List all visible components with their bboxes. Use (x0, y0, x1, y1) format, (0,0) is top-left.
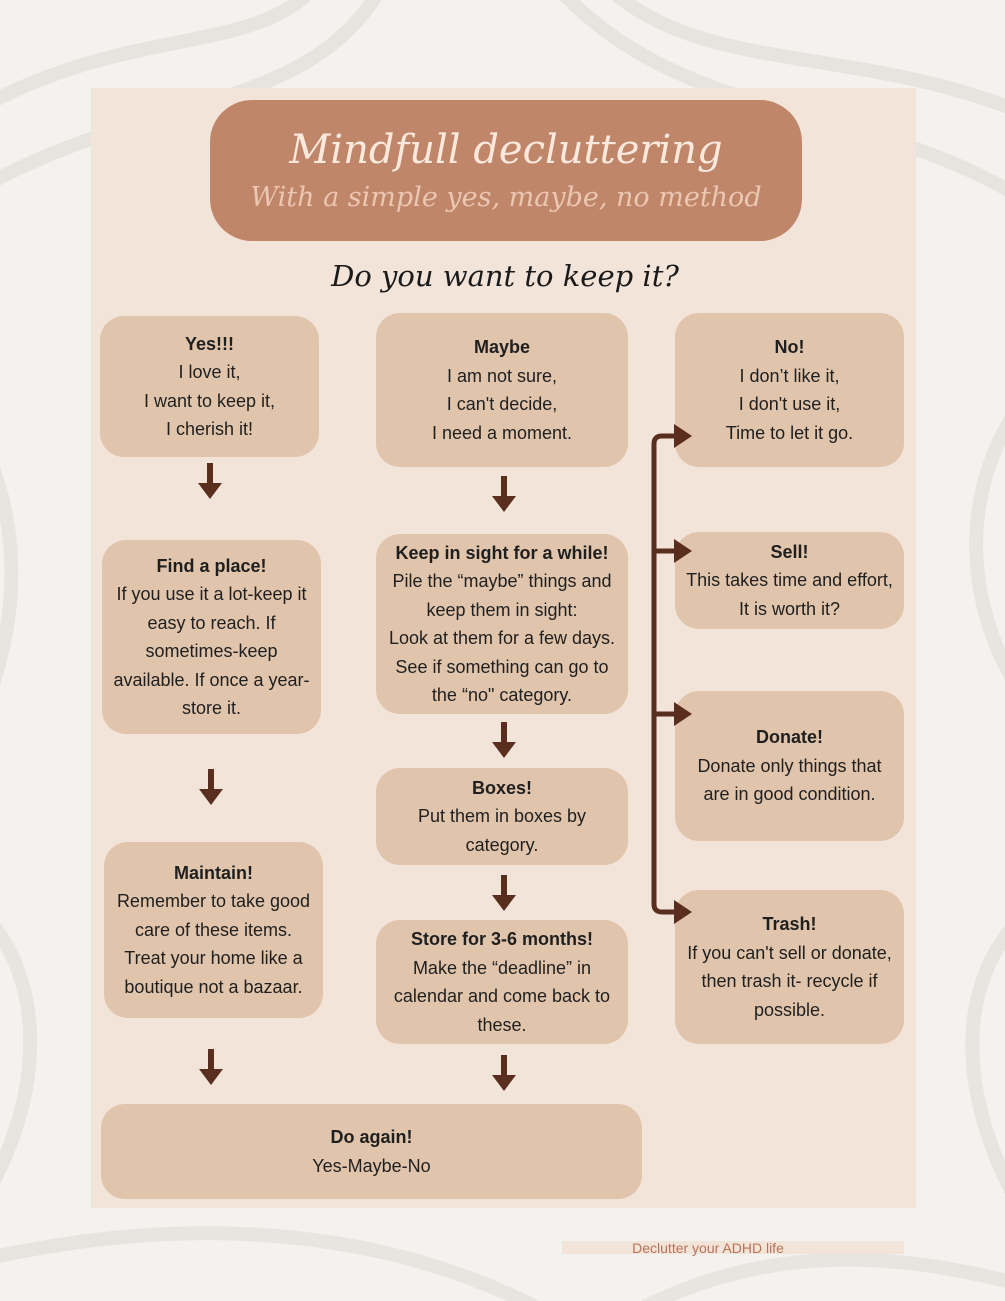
box-line: store it. (181, 698, 242, 718)
box-line: I don’t like it, (739, 365, 840, 386)
box-line: the “no" category. (431, 685, 573, 705)
box-line: I need a moment. (431, 422, 573, 443)
box-line: care of these items. (134, 919, 293, 940)
box-line: If you use it a lot-keep it (116, 584, 307, 604)
box-line: Yes-Maybe-No (312, 1155, 431, 1176)
box-heading: Trash! (762, 914, 817, 934)
maybe-box: Maybe I am not sure, I can't decide, I n… (376, 313, 628, 467)
box-heading: Sell! (770, 541, 809, 562)
page-subtitle: With a simple yes, maybe, no method (250, 181, 762, 213)
page-title: Mindfull decluttering (289, 126, 723, 173)
box-heading: Maybe (473, 337, 531, 357)
box-line: See if something can go to (395, 656, 609, 677)
box-line: easy to reach. If (147, 612, 276, 633)
box-line: sometimes-keep (145, 641, 278, 661)
box-line: If you can't sell or donate, (687, 942, 892, 963)
keep-in-sight-box: Keep in sight for a while! Pile the “may… (376, 534, 628, 714)
box-line: Pile the “maybe” things and (392, 571, 612, 591)
box-line: Remember to take good (116, 891, 311, 912)
box-line: I don't use it, (738, 394, 841, 414)
box-line: Treat your home like a (124, 948, 303, 969)
box-heading: Find a place! (156, 555, 267, 576)
box-heading: No! (774, 337, 805, 357)
box-line: Look at them for a few days. (388, 628, 616, 648)
maintain-box: Maintain! Remember to take good care of … (104, 842, 323, 1018)
box-line: This takes time and effort, (686, 570, 893, 591)
find-place-box: Find a place! If you use it a lot-keep i… (102, 540, 321, 734)
box-line: boutique not a bazaar. (124, 976, 303, 997)
store-box: Store for 3-6 months! Make the “deadline… (376, 920, 628, 1044)
box-line: I want to keep it, (143, 390, 276, 411)
box-line: I am not sure, (446, 365, 558, 386)
box-line: Time to let it go. (725, 422, 854, 443)
box-line: Put them in boxes by (417, 806, 587, 827)
do-again-box: Do again! Yes-Maybe-No (101, 1104, 642, 1199)
box-line: possible. (753, 999, 826, 1020)
no-box: No! I don’t like it, I don't use it, Tim… (675, 313, 904, 467)
box-line: Make the “deadline” in (412, 957, 592, 978)
box-line: then trash it- recycle if (701, 971, 878, 991)
box-line: these. (477, 1014, 527, 1035)
sell-box: Sell! This takes time and effort, It is … (675, 532, 904, 629)
box-line: I cherish it! (165, 419, 254, 439)
boxes-box: Boxes! Put them in boxes by category. (376, 768, 628, 865)
trash-box: Trash! If you can't sell or donate, then… (675, 890, 904, 1044)
box-line: available. If once a year- (113, 669, 310, 690)
box-line: calendar and come back to (393, 986, 611, 1006)
box-line: I can't decide, (446, 394, 558, 414)
box-line: category. (465, 834, 539, 855)
box-heading: Do again! (330, 1127, 413, 1147)
box-line: I love it, (178, 362, 241, 382)
title-banner: Mindfull decluttering With a simple yes,… (210, 100, 802, 241)
box-heading: Yes!!! (184, 333, 235, 354)
box-heading: Donate! (756, 727, 823, 748)
box-heading: Store for 3-6 months! (410, 929, 593, 949)
yes-box: Yes!!! I love it, I want to keep it, I c… (100, 316, 319, 457)
box-line: It is worth it? (738, 598, 841, 619)
box-line: are in good condition. (703, 784, 876, 805)
box-heading: Boxes! (471, 777, 533, 798)
box-heading: Keep in sight for a while! (395, 542, 609, 563)
donate-box: Donate! Donate only things that are in g… (675, 691, 904, 841)
box-heading: Maintain! (174, 862, 253, 883)
footer-bar (562, 1241, 904, 1254)
footer-text: Declutter your ADHD life (632, 1240, 784, 1256)
box-line: keep them in sight: (426, 599, 578, 620)
box-line: Donate only things that (697, 755, 882, 776)
main-question: Do you want to keep it? (331, 259, 679, 293)
